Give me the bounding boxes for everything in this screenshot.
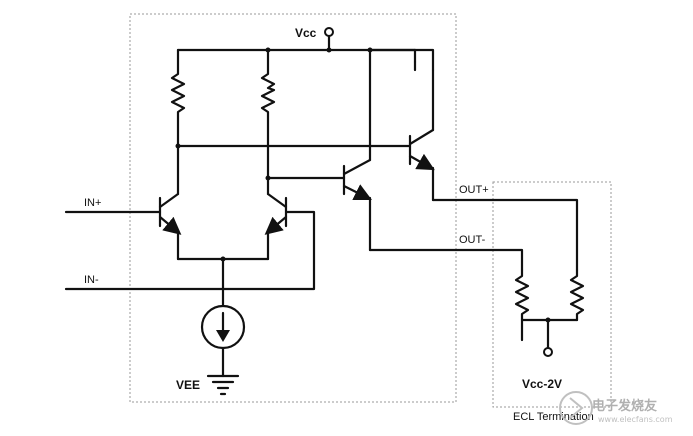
transistor-q3-follower (342, 48, 372, 252)
collector-resistor-right (260, 48, 276, 180)
termination-resistor-plus (569, 268, 585, 322)
ecl-termination-label: ECL Termination (513, 411, 594, 423)
in-minus-wire (64, 210, 316, 291)
transistor-q2-reference (264, 176, 288, 261)
ecl-gate-boundary (129, 13, 457, 403)
collector-resistor-left (170, 48, 186, 148)
out-plus-wire (431, 198, 579, 272)
vcc-label: Vcc (295, 26, 317, 40)
vee-label: VEE (176, 378, 200, 392)
vcc-terminal (324, 27, 334, 53)
current-source (200, 304, 246, 378)
watermark-text: 电子发烧友 (592, 398, 657, 414)
vtt-terminal (543, 347, 553, 357)
in-minus-label: IN- (84, 274, 99, 286)
out-minus-label: OUT- (459, 234, 486, 246)
in-plus-label: IN+ (84, 197, 101, 209)
transistor-q1-input (158, 144, 182, 261)
out-plus-label: OUT+ (459, 184, 489, 196)
transistor-q4-follower (408, 48, 435, 202)
termination-boundary (492, 181, 612, 408)
out-minus-wire (368, 248, 524, 272)
watermark-logo (559, 391, 593, 425)
vcc-2v-label: Vcc-2V (522, 377, 562, 391)
watermark-domain: www.elecfans.com (598, 415, 673, 424)
termination-resistor-minus (514, 268, 530, 342)
ground-icon (206, 374, 240, 396)
